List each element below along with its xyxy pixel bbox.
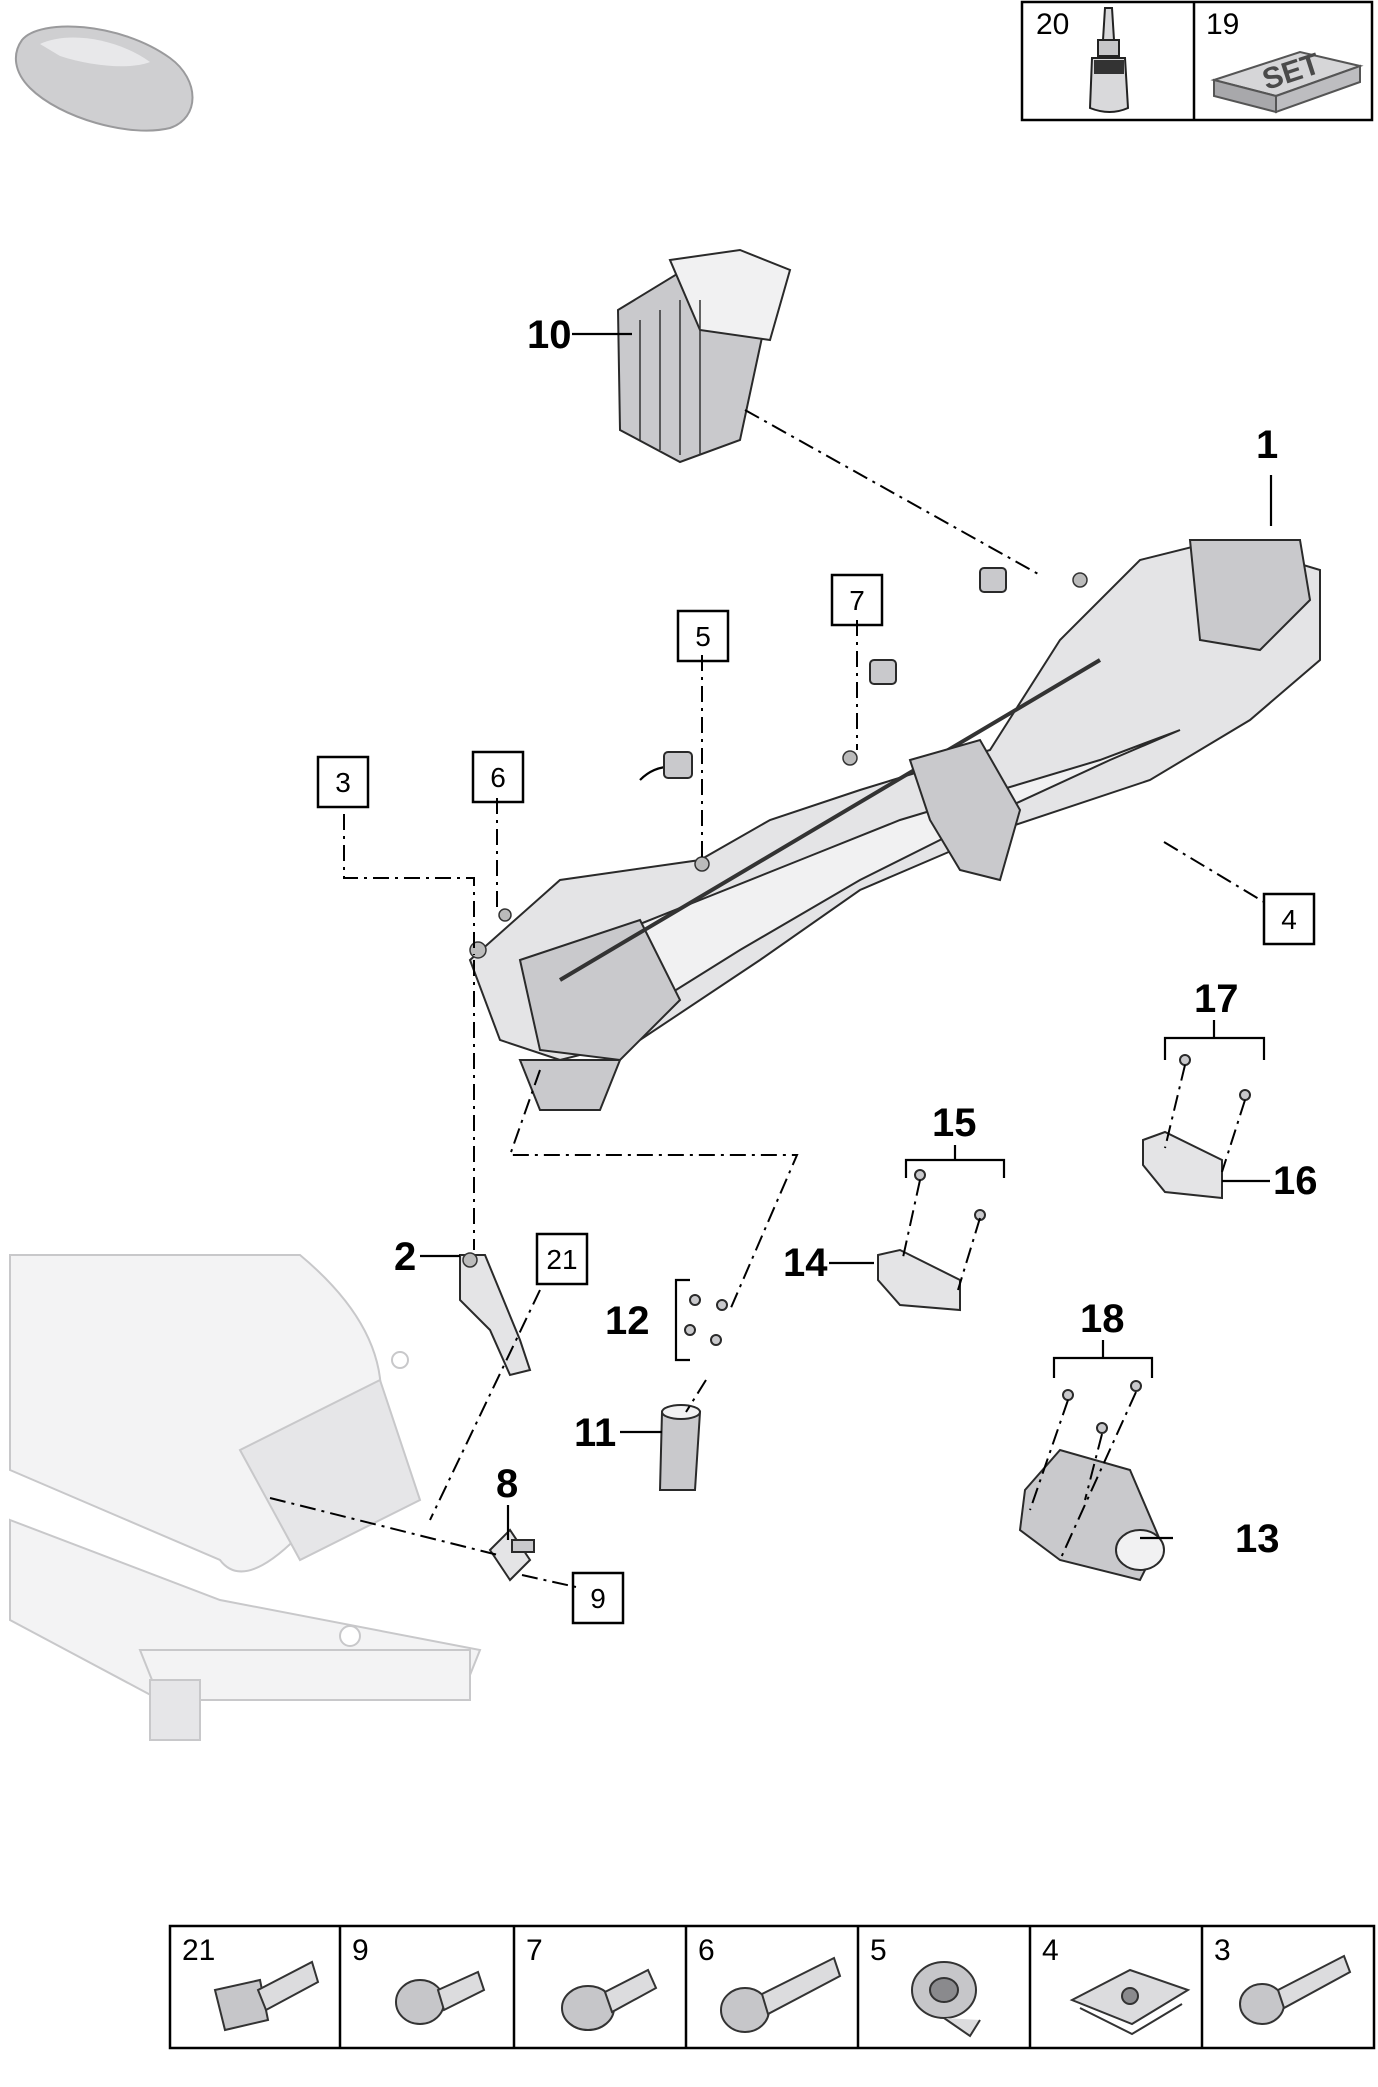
ref-box-6: 6	[490, 762, 506, 793]
kit-number-20: 20	[1036, 8, 1069, 41]
front-axle-crossmember	[468, 538, 1321, 1111]
leader-lines	[420, 332, 1273, 1540]
ref-box-21: 21	[546, 1244, 577, 1275]
callout-1: 1	[1256, 423, 1278, 467]
ref-box-5: 5	[695, 621, 711, 652]
callout-8: 8	[496, 1462, 518, 1506]
legend-number-3: 3	[1214, 1934, 1231, 1967]
legend-number-4: 4	[1042, 1934, 1059, 1967]
callout-10: 10	[527, 313, 572, 357]
stud-plate-8	[488, 1528, 535, 1582]
torx-nut-insert-icon	[911, 1961, 981, 2038]
kit-number-19: 19	[1206, 8, 1239, 41]
callout-11: 11	[574, 1411, 616, 1455]
ref-box-4: 4	[1281, 904, 1297, 935]
fastener-legend: 21 9 7 6 5 4 3	[168, 1924, 1376, 2050]
adhesive-bottle-icon	[1088, 7, 1130, 113]
assembly-lines	[269, 409, 1265, 1588]
torx-long-bolt-icon	[720, 1956, 842, 2033]
legend-number-6: 6	[698, 1934, 715, 1967]
callout-2: 2	[394, 1235, 416, 1279]
bracket-14	[877, 1169, 986, 1312]
callout-14: 14	[783, 1241, 828, 1285]
callout-12: 12	[605, 1299, 650, 1343]
vehicle-model-icon	[14, 25, 194, 132]
torx-flange-screw-icon	[395, 1970, 486, 2025]
bracket-16	[1142, 1054, 1251, 1200]
bracket-2	[459, 1252, 532, 1377]
torx-shoulder-screw-icon	[561, 1968, 658, 2031]
legend-number-9: 9	[352, 1934, 369, 1967]
crossmember-holes	[469, 572, 1088, 959]
actuator-module-10	[616, 248, 792, 464]
callout-15: 15	[932, 1101, 977, 1145]
repair-set-icon: SET	[1210, 47, 1364, 114]
buffer-11	[658, 1404, 702, 1491]
boxed-refs: 3 4 5 6 7 9 21	[316, 573, 1316, 1625]
callout-17: 17	[1194, 977, 1239, 1021]
ref-box-9: 9	[590, 1583, 606, 1614]
hex-flange-bolt-icon	[213, 1960, 320, 2032]
torx-step-bolt-icon	[1239, 1954, 1352, 2025]
actuator-13	[1018, 1380, 1165, 1582]
spring-clip-nut-icon	[1069, 1968, 1191, 2036]
callout-13: 13	[1235, 1517, 1280, 1561]
legend-number-5: 5	[870, 1934, 887, 1967]
legend-number-21: 21	[182, 1934, 215, 1967]
body-structure-ghost	[9, 1254, 482, 1741]
callouts: 1 2 8 10 11 12 13 14 15 16 17 18	[394, 313, 1318, 1561]
callout-16: 16	[1273, 1159, 1318, 1203]
kit-box: 20 19 SET	[1020, 0, 1374, 122]
ref-box-7: 7	[849, 585, 865, 616]
screws-12	[684, 1294, 728, 1346]
callout-18: 18	[1080, 1297, 1125, 1341]
legend-number-7: 7	[526, 1934, 543, 1967]
ref-box-3: 3	[335, 767, 351, 798]
